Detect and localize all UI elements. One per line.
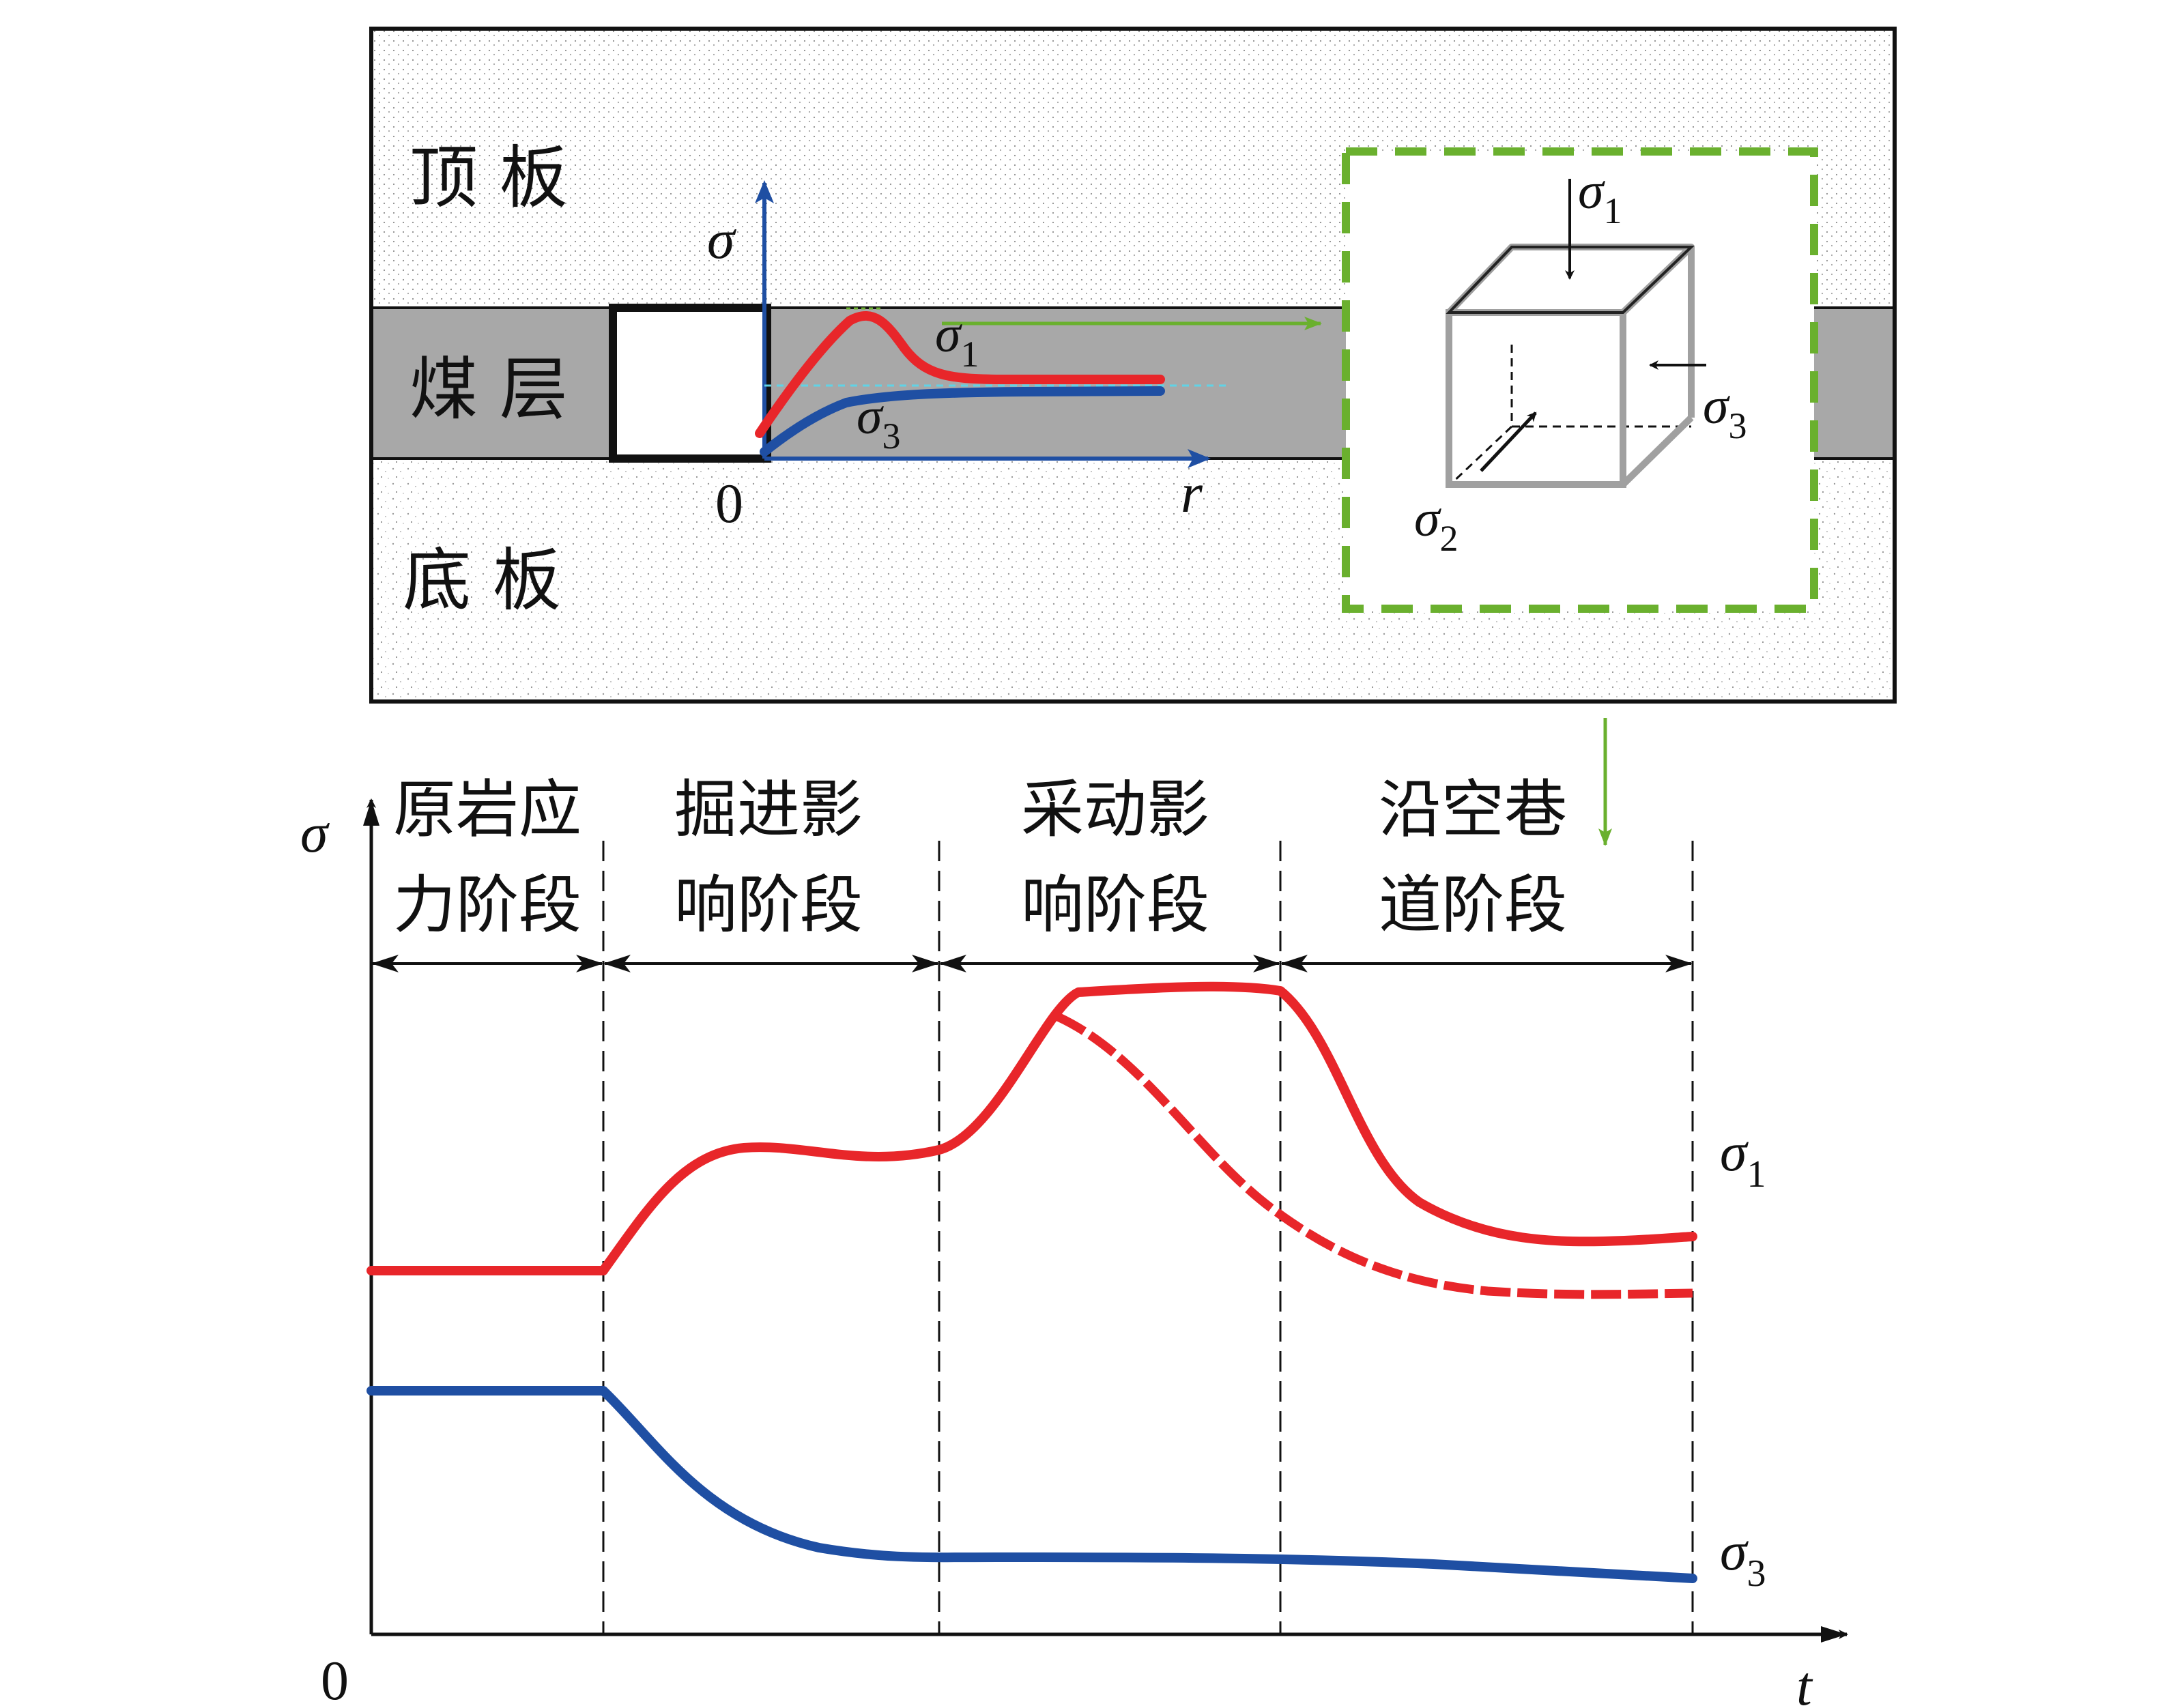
stage-3-line1: 采动影 (1021, 773, 1209, 846)
cube-sigma2-label: σ2 (1414, 490, 1458, 559)
bottom-sigma-label: σ (300, 802, 330, 864)
top-sigma3-curve (760, 386, 1165, 457)
cube-sigma1-label: σ1 (1578, 162, 1622, 231)
sigma1-curve (367, 981, 1697, 1275)
top-sigma1-sym: σ (935, 306, 962, 363)
cube-sigma1-sym: σ (1578, 162, 1605, 220)
inset-background (1346, 151, 1814, 609)
top-r-label: r (1181, 462, 1203, 524)
roadway-opening (609, 304, 771, 463)
stress-time-graph: σ t 0 原岩应 力阶段 掘进影 响阶段 采动影 响阶段 沿空巷 道阶段 σ1… (300, 773, 1848, 1706)
stage-3-line2: 响阶段 (1021, 869, 1209, 942)
bottom-sigma1-sub: 1 (1747, 1153, 1766, 1196)
stage-2-line1: 掘进影 (674, 773, 863, 846)
section-frame (369, 27, 1897, 704)
bottom-sigma3-sym: σ (1720, 1522, 1749, 1582)
inset-frame (1342, 147, 1818, 613)
sigma3-curve (367, 1386, 1697, 1583)
top-sigma-label: σ (707, 208, 737, 270)
top-origin-label: 0 (715, 472, 743, 534)
stage-4-line2: 道阶段 (1379, 869, 1567, 942)
top-sigma3-sub: 3 (882, 416, 900, 457)
bottom-origin-label: 0 (321, 1649, 349, 1706)
top-sigma1-sub: 1 (960, 334, 979, 375)
roof-label: 顶 板 (410, 138, 568, 218)
bottom-t-label: t (1796, 1655, 1813, 1706)
top-sigma1-label: σ1 (935, 306, 979, 375)
floor-label: 底 板 (403, 540, 561, 620)
stage-4-line1: 沿空巷 (1379, 773, 1567, 846)
bottom-sigma3-label: σ3 (1720, 1522, 1766, 1595)
cube-sigma3-sym: σ (1703, 377, 1730, 435)
stress-cube (1446, 244, 1695, 488)
stage-1-line1: 原岩应 (393, 773, 581, 846)
cube-sigma3-label: σ3 (1703, 377, 1747, 446)
cube-sigma2-arrow (1480, 411, 1537, 472)
coal-label: 煤 层 (410, 349, 568, 429)
stage-1-line2: 力阶段 (393, 869, 581, 942)
cube-sigma3-sub: 3 (1728, 405, 1747, 446)
geological-section: 顶 板 煤 层 底 板 σ r 0 σ1 σ3 (369, 27, 1897, 704)
top-sigma3-sym: σ (857, 388, 884, 445)
top-sigma1-curve (755, 310, 1165, 438)
cube-sigma2-sub: 2 (1439, 518, 1458, 559)
bottom-sigma1-sym: σ (1720, 1123, 1749, 1183)
bottom-sigma1-label: σ1 (1720, 1123, 1766, 1196)
bottom-sigma3-sub: 3 (1747, 1552, 1766, 1595)
stage-2-line2: 响阶段 (674, 869, 863, 942)
sigma1-dashed-curve (1056, 1013, 1693, 1299)
top-sigma3-label: σ3 (857, 388, 900, 457)
cube-sigma2-sym: σ (1414, 490, 1441, 547)
cube-sigma1-sub: 1 (1603, 190, 1622, 231)
